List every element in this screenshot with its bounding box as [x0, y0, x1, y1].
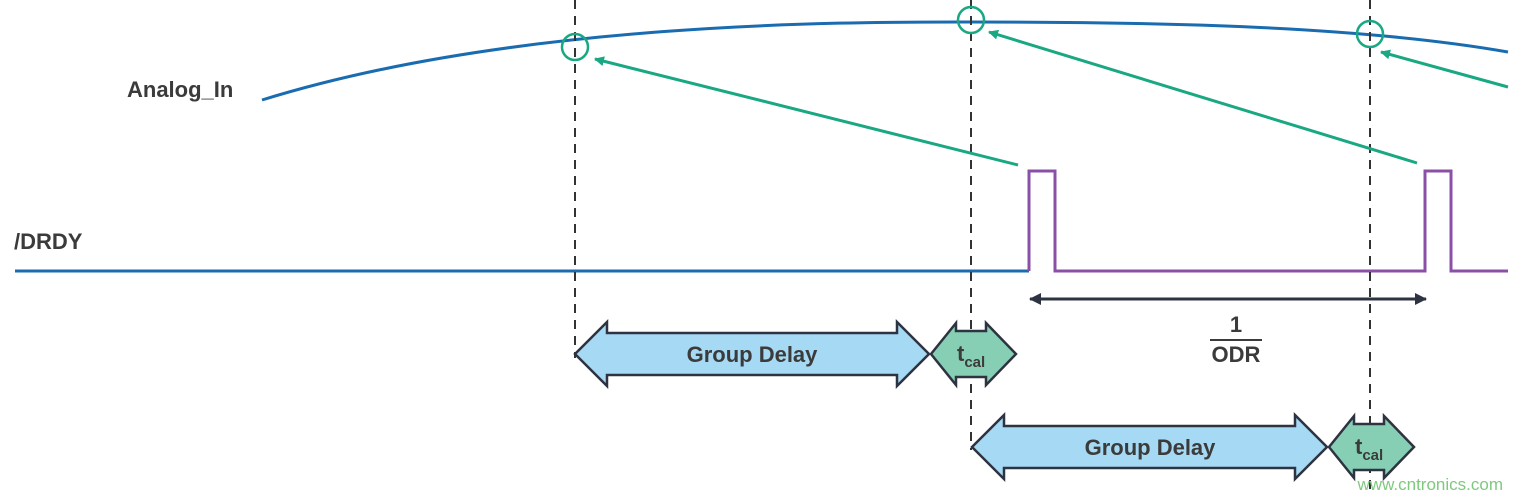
drdy-pulse-train: [1027, 169, 1508, 273]
watermark-text: www.cntronics.com: [1357, 475, 1503, 494]
latency-arrow: [988, 29, 1418, 165]
tcal-label: tcal: [1355, 434, 1383, 464]
odr-denominator: ODR: [1212, 342, 1261, 367]
analog-in-waveform: [261, 20, 1509, 102]
drdy-label: /DRDY: [14, 229, 83, 254]
tcal-label: tcal: [957, 341, 985, 371]
group-delay-label: Group Delay: [1085, 435, 1217, 460]
odr-numerator: 1: [1230, 312, 1242, 337]
sample-point-circle: [1355, 19, 1385, 49]
tcal-arrow: [929, 319, 1018, 389]
group-delay-arrow: [970, 411, 1329, 483]
sample-point-circle: [956, 5, 986, 35]
tcal-arrow: [1327, 412, 1416, 482]
group-delay-label: Group Delay: [687, 342, 819, 367]
latency-arrow: [1380, 49, 1509, 89]
analog-in-label: Analog_In: [127, 77, 233, 102]
sample-point-circle: [560, 32, 590, 62]
latency-arrow: [594, 56, 1019, 167]
group-delay-arrow: [573, 318, 931, 390]
